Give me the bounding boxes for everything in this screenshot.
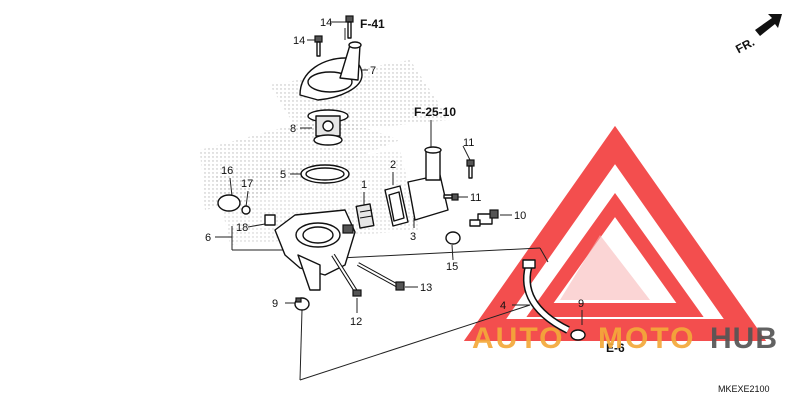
ref-f41: F-41 [360,17,385,31]
bolt-part [314,15,354,57]
callout-8: 8 [290,123,296,135]
temp-sensor-part [469,209,499,227]
diagram-code: MKEXE2100 [718,384,770,394]
callout-7: 7 [370,65,376,77]
callout-18: 18 [236,222,248,234]
front-direction-arrow [755,14,782,36]
callout-11a: 11 [463,137,474,149]
callout-1: 1 [361,179,367,191]
watermark-moto: MOTO [598,322,695,355]
ref-e6: E-6 [606,341,625,355]
callout-11b: 11 [470,192,481,204]
callout-6: 6 [205,232,211,244]
callout-10: 10 [514,210,526,222]
watermark-hub: HUB [710,322,778,355]
callout-16: 16 [221,165,233,177]
callout-9a: 9 [272,298,278,310]
ring-part [217,194,276,226]
callout-labels: 14 14 7 8 5 16 17 18 6 1 2 3 11 11 10 15… [205,17,584,328]
callout-2: 2 [390,159,396,171]
water-joint-part [407,146,449,221]
thermostat-part [307,109,349,146]
small-bolt-part [443,159,475,201]
callout-17: 17 [241,178,253,190]
callout-14a: 14 [320,17,332,29]
callout-13: 13 [420,282,432,294]
washer-part [445,231,461,245]
watermark-brand: AUTO MOTO HUB [472,322,778,355]
gasket-part [384,185,409,227]
front-direction-label: FR. [733,35,757,56]
hose-clamp-part [294,297,310,311]
callout-4: 4 [500,300,506,312]
callout-5: 5 [280,169,286,181]
callout-9b: 9 [578,298,584,310]
water-hose-part [522,259,586,341]
ref-f2510: F-25-10 [414,105,456,119]
filter-part [355,203,375,229]
long-bolt-part [331,253,405,297]
callout-14b: 14 [293,35,305,47]
callout-12: 12 [350,316,362,328]
thermostat-cover-part [299,41,363,101]
watermark-logo [463,125,767,341]
thermostat-housing-part [274,209,356,291]
callout-3: 3 [410,231,416,243]
watermark-auto: AUTO [472,322,564,355]
o-ring-part [300,164,350,184]
callout-15: 15 [446,261,458,273]
